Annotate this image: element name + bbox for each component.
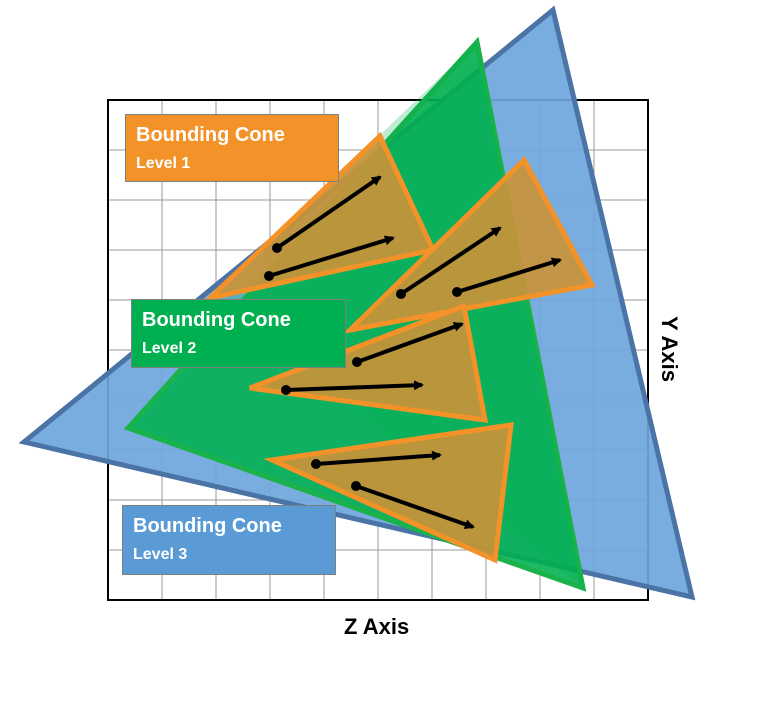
label-level-2: Bounding Cone Level 2 — [131, 299, 346, 368]
arrow-origin — [396, 289, 406, 299]
arrow — [268, 235, 395, 278]
arrow — [456, 257, 562, 294]
arrow — [315, 450, 442, 466]
arrow-origin — [311, 459, 321, 469]
y-axis-label: Y Axis — [657, 315, 683, 383]
arrow — [355, 484, 475, 530]
arrow-origin — [452, 287, 462, 297]
x-axis-label: Z Axis — [344, 614, 410, 639]
label-level-1-level: Level 1 — [136, 155, 191, 172]
arrow-origin — [351, 481, 361, 491]
label-level-2-level: Level 2 — [142, 340, 197, 357]
plot-frame — [107, 99, 649, 601]
arrow-origin — [272, 243, 282, 253]
arrow — [275, 175, 382, 250]
arrow — [399, 226, 502, 296]
arrow-origin — [264, 271, 274, 281]
label-level-1-title: Bounding Cone — [136, 124, 285, 146]
label-level-3: Bounding Cone Level 3 — [122, 505, 336, 575]
arrow — [356, 322, 464, 364]
label-level-1: Bounding Cone Level 1 — [125, 114, 339, 182]
label-level-3-title: Bounding Cone — [133, 515, 282, 537]
arrow — [285, 380, 424, 392]
arrow-origin — [281, 385, 291, 395]
cone-level-1-c — [249, 302, 489, 423]
label-level-3-level: Level 3 — [133, 546, 188, 563]
label-level-2-title: Bounding Cone — [142, 309, 291, 331]
cone-level-1-d — [263, 422, 514, 564]
arrow-origin — [352, 357, 362, 367]
direction-arrows — [264, 175, 562, 530]
